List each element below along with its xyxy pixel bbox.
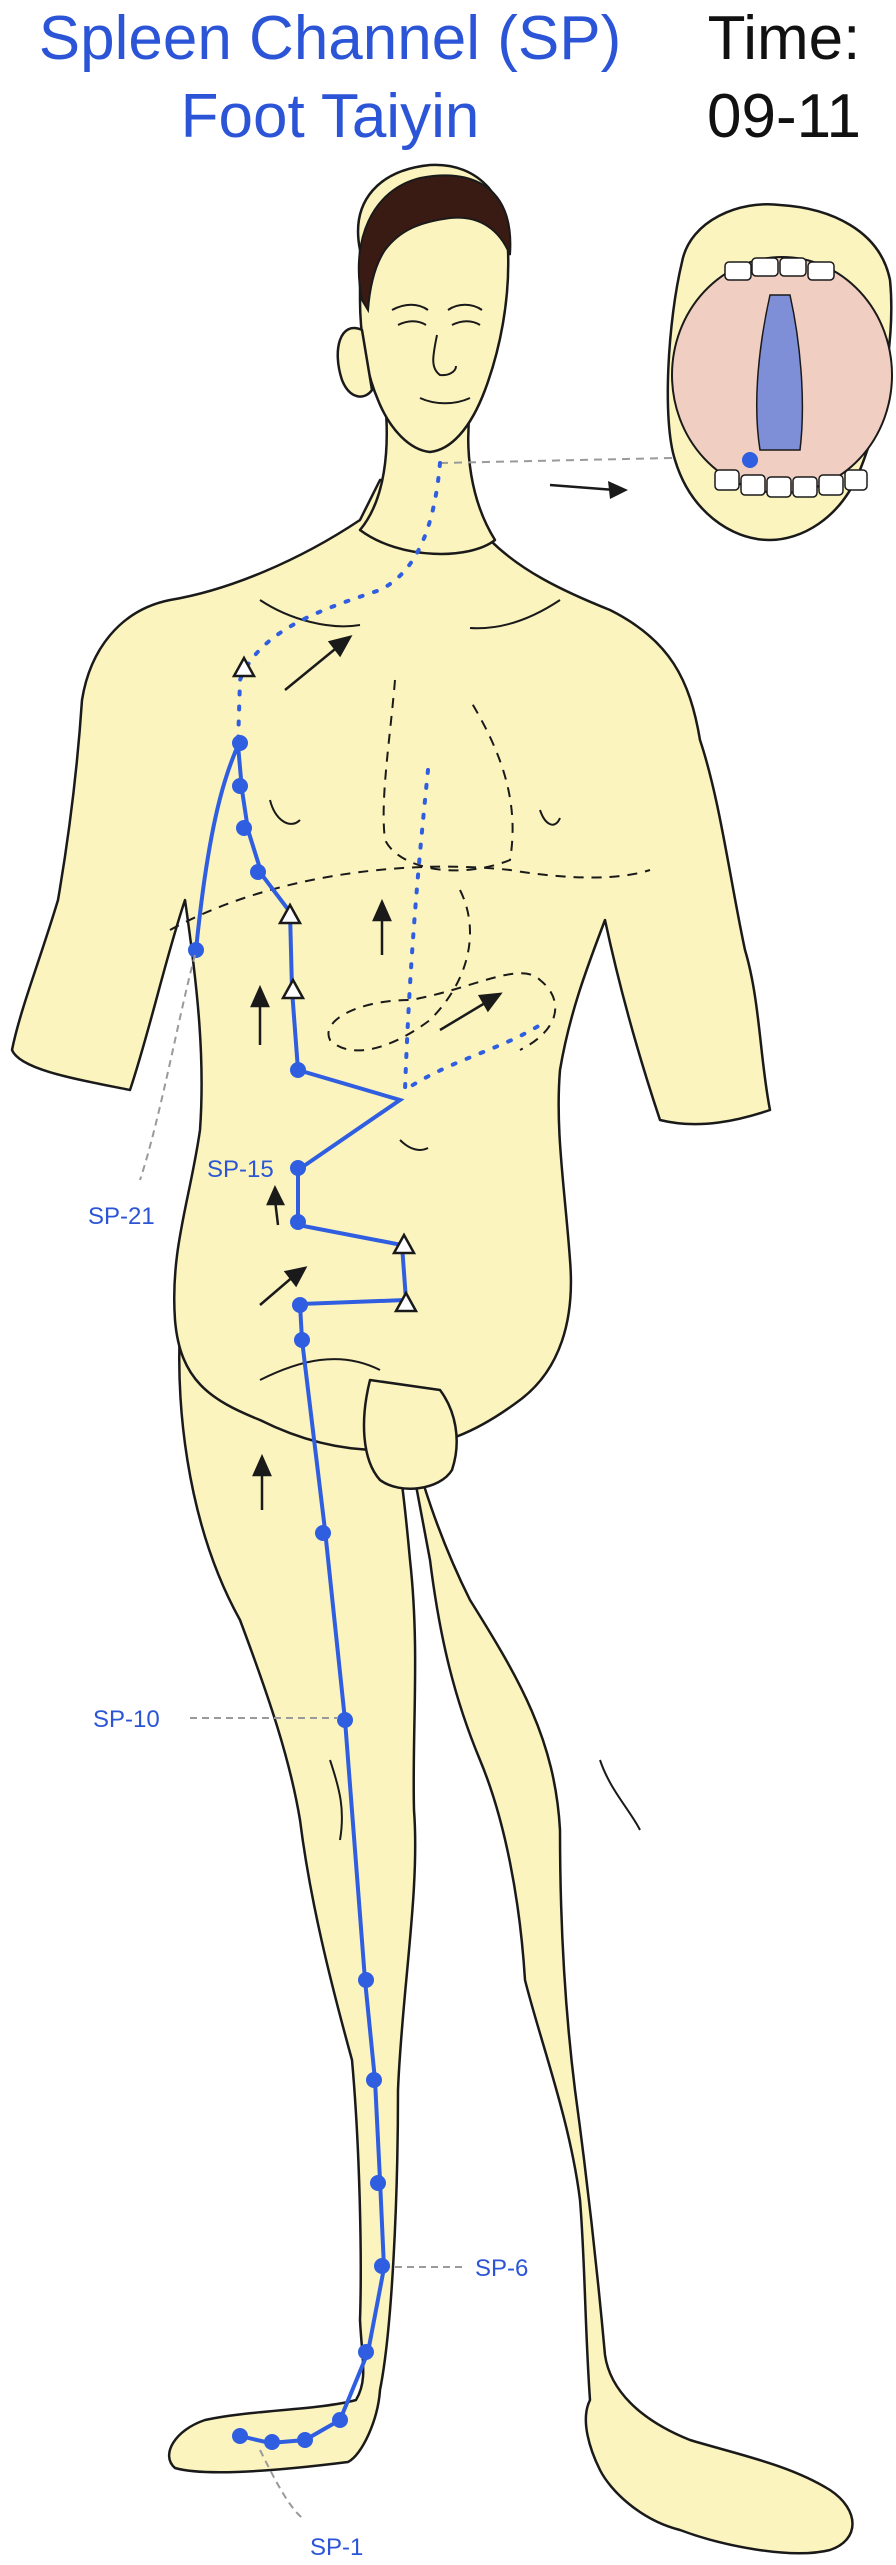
internal-dotted-abdomen xyxy=(402,768,542,1094)
time-block: Time: 09-11 xyxy=(684,0,884,156)
neck xyxy=(358,398,497,556)
left-ear xyxy=(336,326,374,398)
title-line-1: Spleen Channel (SP) xyxy=(38,4,622,73)
left-leg xyxy=(168,1268,417,2474)
torso xyxy=(10,478,772,1452)
label-sp10: SP-10 xyxy=(93,1706,160,1733)
arrow-to-mouth xyxy=(549,483,616,492)
acupoints xyxy=(188,735,390,2450)
body-figure xyxy=(10,163,854,2555)
groin xyxy=(362,1378,458,1490)
hair xyxy=(357,174,512,314)
label-sp15: SP-15 xyxy=(207,1156,274,1183)
label-leaders xyxy=(139,954,465,2521)
face-details xyxy=(391,303,483,405)
time-value: 09-11 xyxy=(707,82,861,151)
mouth-point xyxy=(742,452,758,468)
title-line-2: Foot Taiyin xyxy=(180,82,480,151)
label-sp21: SP-21 xyxy=(88,1203,155,1230)
right-leg xyxy=(398,1398,854,2555)
label-sp1: SP-1 xyxy=(310,2534,363,2561)
label-sp6: SP-6 xyxy=(475,2255,528,2282)
body-contours xyxy=(259,599,641,1841)
mouth-inset xyxy=(666,203,893,542)
mouth-connector xyxy=(439,457,673,499)
organ-outlines xyxy=(169,679,651,1052)
tongue-veins xyxy=(756,294,804,451)
teeth xyxy=(714,257,868,498)
diagram-title: Spleen Channel (SP) Foot Taiyin xyxy=(0,0,660,156)
time-label: Time: xyxy=(707,4,861,73)
flow-arrows xyxy=(250,635,503,1510)
triangle-markers xyxy=(231,655,419,1313)
